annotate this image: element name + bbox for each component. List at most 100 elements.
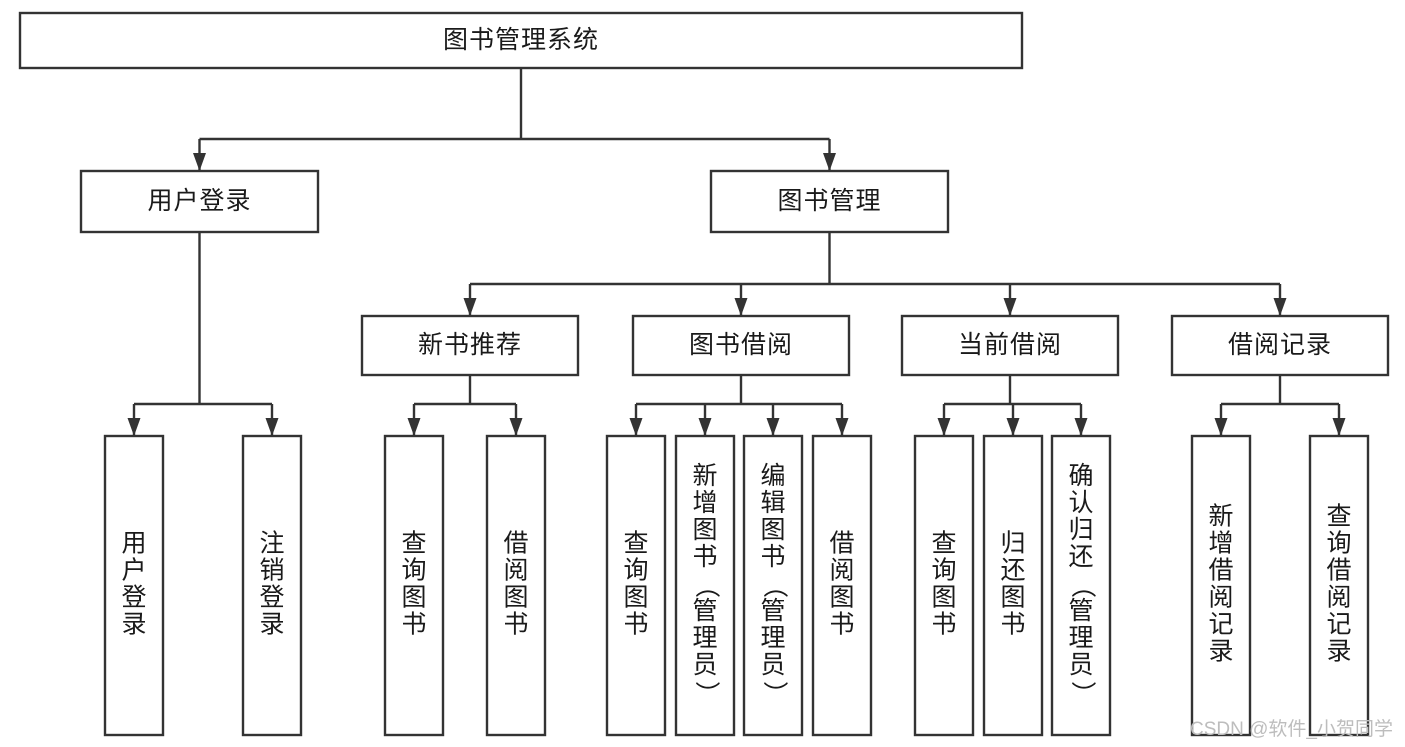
node-book-borrow[interactable]: 图书借阅: [631, 314, 851, 377]
label-char: 新: [692, 462, 717, 490]
arrow-head-icon: [734, 298, 748, 316]
node-box-root[interactable]: [18, 11, 1024, 70]
arrow-head-icon: [835, 418, 849, 436]
connector-layer: [127, 68, 1346, 436]
node-box-user-login[interactable]: [79, 169, 320, 234]
node-layer: 图书管理系统用户登录图书管理新书推荐图书借阅当前借阅借阅记录用户登录注销登录查询…: [18, 11, 1390, 737]
label-char: 记: [1326, 611, 1351, 639]
label-char: 录: [1326, 638, 1351, 666]
node-box-current-borrow[interactable]: [900, 314, 1120, 377]
label-char: 书: [623, 611, 648, 639]
label-char: 录: [259, 611, 284, 639]
label-char: 录: [1208, 638, 1233, 666]
label-char: （: [1068, 573, 1096, 598]
label-char: 询: [931, 557, 956, 585]
node-label-leaf-user-login: 用户登录: [121, 530, 146, 639]
arrow-head-icon: [937, 418, 951, 436]
label-char: 归: [1068, 516, 1093, 544]
node-box-book-borrow[interactable]: [631, 314, 851, 377]
node-box-leaf-query-record[interactable]: [1308, 434, 1370, 737]
node-new-book-rec[interactable]: 新书推荐: [360, 314, 580, 377]
label-char: 借: [1208, 557, 1233, 585]
label-char: 书: [1000, 611, 1025, 639]
node-box-leaf-add-record[interactable]: [1190, 434, 1252, 737]
label-char: 员: [1068, 651, 1093, 679]
node-book-manage[interactable]: 图书管理: [709, 169, 950, 234]
node-box-leaf-logout[interactable]: [241, 434, 303, 737]
label-char: 销: [259, 557, 284, 585]
label-char: 阅: [829, 557, 854, 585]
arrow-head-icon: [193, 153, 206, 171]
node-leaf-user-login[interactable]: 用户登录: [103, 434, 165, 737]
label-char: 书: [401, 611, 426, 639]
label-char: 图: [1000, 584, 1025, 612]
arrow-head-icon: [1003, 298, 1017, 316]
arrow-head-icon: [127, 418, 141, 436]
node-user-login[interactable]: 用户登录: [79, 169, 320, 234]
arrow-head-icon: [509, 418, 523, 436]
connector-book-borrow-to-leaves: [629, 375, 849, 436]
label-char: 管: [1068, 597, 1093, 625]
connector-borrow-record-to-leaves: [1214, 375, 1346, 436]
node-box-borrow-record[interactable]: [1170, 314, 1390, 377]
node-box-leaf-user-login[interactable]: [103, 434, 165, 737]
node-box-leaf-confirm-return[interactable]: [1050, 434, 1112, 737]
arrow-head-icon: [407, 418, 421, 436]
label-char: 户: [121, 557, 146, 585]
node-box-new-book-rec[interactable]: [360, 314, 580, 377]
node-box-leaf-add-book[interactable]: [674, 434, 736, 737]
label-char: 书: [503, 611, 528, 639]
label-char: 询: [623, 557, 648, 585]
label-char: ）: [760, 681, 788, 706]
node-label-root: 图书管理系统: [443, 26, 599, 54]
arrow-head-icon: [1214, 418, 1228, 436]
node-borrow-record[interactable]: 借阅记录: [1170, 314, 1390, 377]
node-box-leaf-return-book[interactable]: [982, 434, 1044, 737]
node-box-leaf-query-book-borrow[interactable]: [605, 434, 667, 737]
arrow-head-icon: [698, 418, 712, 436]
node-label-borrow-record: 借阅记录: [1228, 331, 1332, 359]
label-char: 认: [1068, 489, 1093, 517]
node-current-borrow[interactable]: 当前借阅: [900, 314, 1120, 377]
node-box-book-manage[interactable]: [709, 169, 950, 234]
label-char: 辑: [760, 489, 785, 517]
label-char: 理: [760, 624, 785, 652]
node-root[interactable]: 图书管理系统: [18, 11, 1024, 70]
node-box-leaf-edit-book[interactable]: [742, 434, 804, 737]
connector-new-book-rec-to-leaves: [407, 375, 523, 436]
label-char: 员: [760, 651, 785, 679]
label-char: 图: [623, 584, 648, 612]
connector-book-manage-to-level3: [463, 232, 1287, 316]
node-box-leaf-borrow-book-rec[interactable]: [485, 434, 547, 737]
arrow-head-icon: [265, 418, 279, 436]
label-char: 归: [1000, 530, 1025, 558]
connector-current-borrow-to-leaves: [937, 375, 1088, 436]
node-box-leaf-borrow-book[interactable]: [811, 434, 873, 737]
node-label-user-login: 用户登录: [147, 187, 251, 215]
node-label-book-borrow: 图书借阅: [689, 331, 793, 359]
node-box-leaf-query-book-rec[interactable]: [383, 434, 445, 737]
label-char: 查: [1326, 503, 1351, 531]
label-char: 还: [1068, 543, 1093, 571]
arrow-head-icon: [1332, 418, 1346, 436]
label-char: 管: [692, 597, 717, 625]
node-box-leaf-query-book-current[interactable]: [913, 434, 975, 737]
label-char: 询: [401, 557, 426, 585]
arrow-head-icon: [1074, 418, 1088, 436]
label-char: （: [760, 573, 788, 598]
label-char: ）: [692, 681, 720, 706]
label-char: 查: [623, 530, 648, 558]
